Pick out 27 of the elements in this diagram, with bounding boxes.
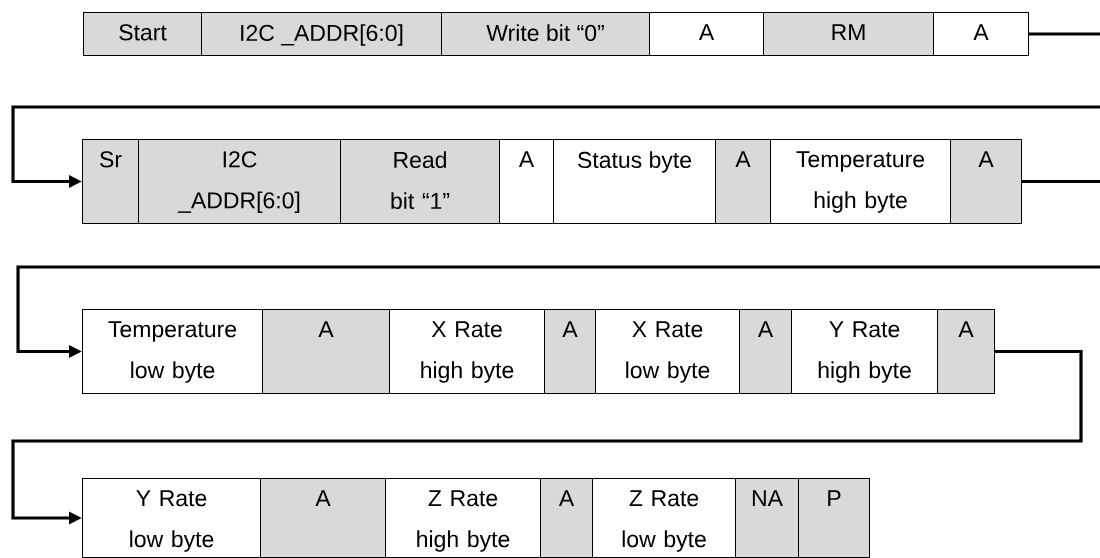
table-cell: Write bit “0” — [441, 12, 650, 56]
table-cell: Y Rate low byte — [82, 478, 261, 558]
table-cell: A — [950, 139, 1022, 224]
table-cell: Read bit “1” — [340, 139, 500, 224]
table-cell: A — [499, 139, 554, 224]
table-cell: Sr — [82, 139, 139, 224]
table-cell: A — [739, 309, 792, 394]
table-cell: RM — [763, 12, 934, 56]
table-cell: A — [937, 309, 995, 394]
table-cell: A — [544, 309, 596, 394]
table-cell: Start — [83, 12, 202, 56]
table-cell: A — [933, 12, 1029, 56]
table-cell: A — [540, 478, 593, 558]
table-cell: A — [262, 309, 390, 394]
table-cell: A — [715, 139, 771, 224]
table-cell: Z Rate high byte — [385, 478, 541, 558]
table-cell: NA — [735, 478, 799, 558]
table-cell: A — [260, 478, 386, 558]
table-cell: X Rate high byte — [389, 309, 545, 394]
table-cell: X Rate low byte — [595, 309, 740, 394]
table-cell: A — [649, 12, 764, 56]
table-cell: Z Rate low byte — [592, 478, 736, 558]
table-cell: Y Rate high byte — [791, 309, 938, 394]
table-cell: Temperature high byte — [770, 139, 951, 224]
node-label: NA — [752, 490, 783, 507]
table-cell: P — [798, 478, 870, 558]
table-cell: Temperature low byte — [82, 309, 263, 394]
